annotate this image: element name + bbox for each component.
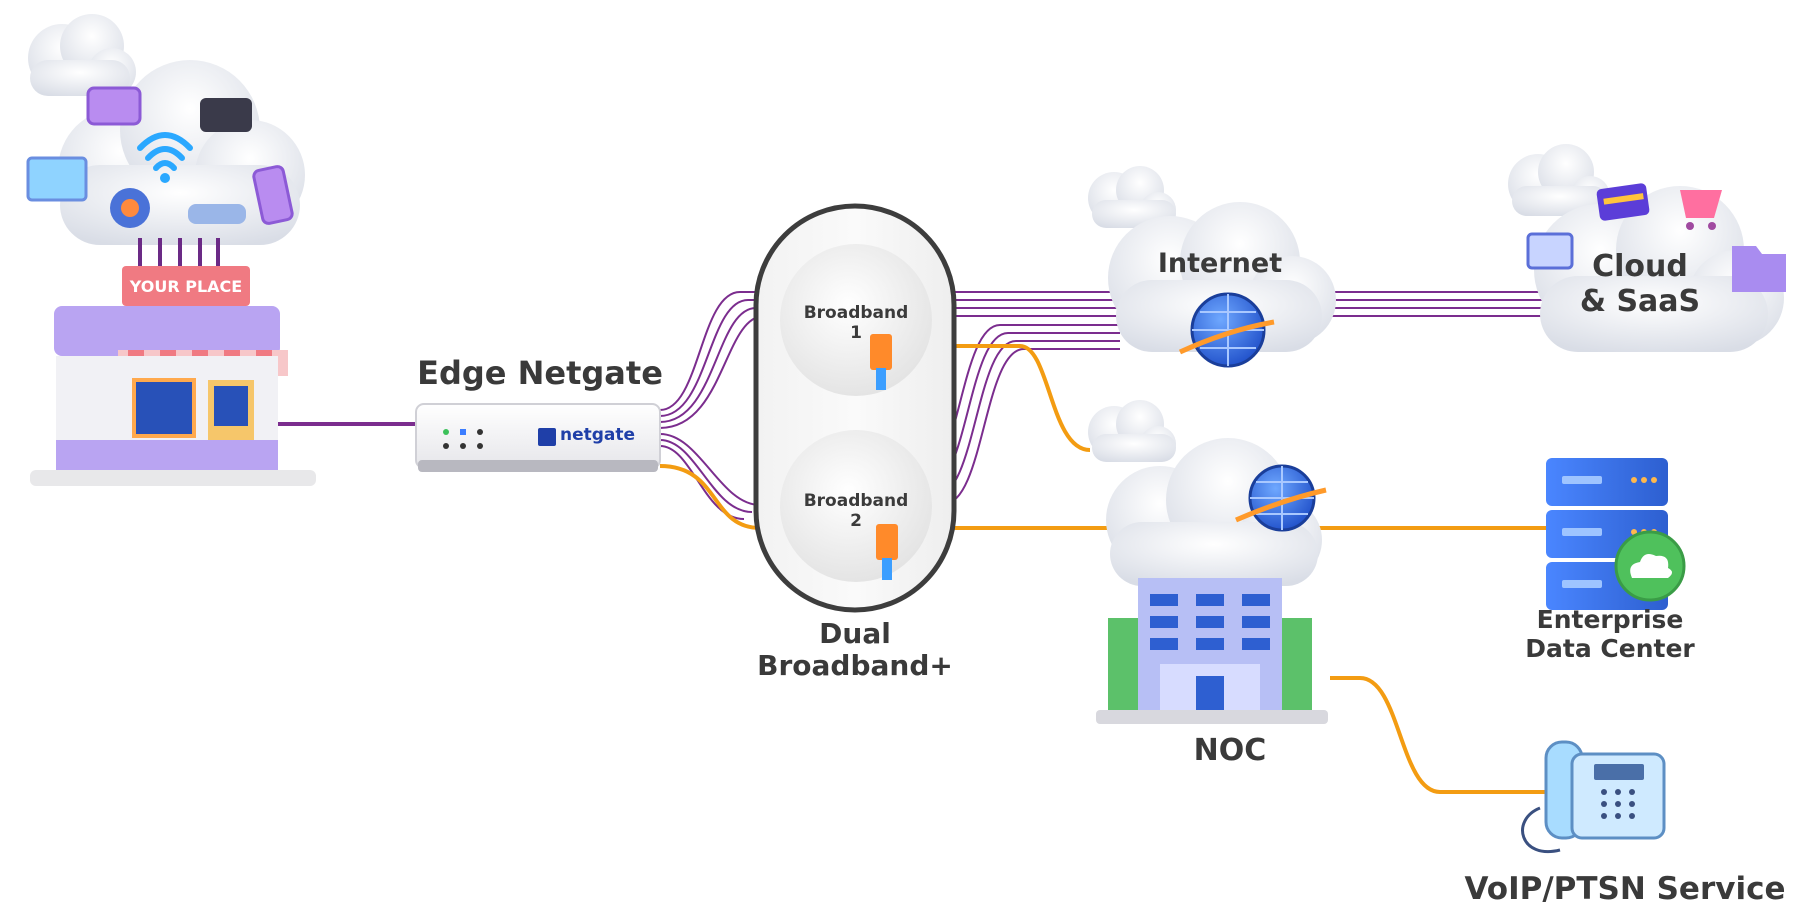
- phone-cord: [1521, 806, 1561, 854]
- store-door-window: [214, 386, 248, 426]
- ethernet-plug-icon: [876, 524, 898, 580]
- led-blue: [460, 429, 466, 435]
- ethernet-plug-icon: [870, 334, 892, 390]
- led-dot: [477, 429, 483, 435]
- your-place-sign-label: YOUR PLACE: [129, 277, 243, 296]
- noc-label: NOC: [1193, 733, 1267, 768]
- orbit-arrow-icon: [1178, 319, 1275, 355]
- card-stripe: [1603, 193, 1644, 205]
- globe-meridians: [1192, 294, 1264, 366]
- wifi-dot: [160, 173, 170, 183]
- voip-phone-group: [1521, 740, 1666, 854]
- your-place-group: [26, 14, 316, 486]
- phone-keypad: [1601, 789, 1635, 819]
- phone-icon: [252, 165, 294, 225]
- small-cloud: [1508, 144, 1610, 216]
- email-icon: [1526, 232, 1574, 270]
- store-base: [56, 440, 278, 474]
- orange-links: [659, 344, 1600, 794]
- server-unit: [1546, 458, 1668, 506]
- datacenter-group: [1546, 458, 1686, 610]
- gear-icon: [110, 188, 150, 228]
- cloud-saas-group: [1508, 144, 1786, 352]
- broadband-1-disc: [780, 244, 932, 396]
- monitor-icon: [26, 156, 88, 202]
- broadband-2-label: Broadband 2: [803, 491, 909, 531]
- webcam-icon: [188, 204, 246, 224]
- dual-broadband-title: Dual Broadband+: [757, 617, 953, 683]
- datacenter-label: Enterprise Data Center: [1525, 605, 1695, 663]
- tablet-icon: [86, 86, 142, 126]
- cloud-saas-label: Cloud & SaaS: [1579, 249, 1701, 319]
- camera-icon: [200, 98, 252, 132]
- noc-cloud: [1106, 438, 1322, 586]
- wifi-icon: [137, 132, 193, 171]
- store-roof: [54, 306, 280, 356]
- noc-group: [1088, 400, 1328, 724]
- led-green: [443, 429, 449, 435]
- netgate-logo-icon: [538, 428, 556, 446]
- noc-to-voip-link: [1330, 676, 1600, 794]
- globe-meridians: [1250, 466, 1314, 530]
- phone-screen: [1594, 764, 1644, 780]
- edge-to-bb2-link: [659, 464, 761, 530]
- broadband-1-label: Broadband 1: [803, 303, 909, 343]
- store-ground: [30, 470, 316, 486]
- building-door: [1196, 676, 1224, 714]
- edge-netgate-device: [415, 403, 661, 472]
- folder-icon: [1732, 246, 1786, 292]
- shopping-cart-icon: [1680, 190, 1722, 218]
- small-cloud: [1088, 400, 1176, 462]
- edge-netgate-title: Edge Netgate: [417, 354, 663, 392]
- dual-broadband-capsule: [753, 203, 957, 613]
- small-cloud: [28, 14, 136, 96]
- your-place-sign: [122, 266, 250, 306]
- building-base: [1096, 710, 1328, 724]
- building-windows: [1150, 594, 1270, 650]
- internet-label: Internet: [1157, 248, 1283, 279]
- internet-cloud-group: [1088, 166, 1336, 368]
- store-window: [132, 378, 196, 438]
- orbit-arrow-icon: [1235, 487, 1327, 523]
- voip-label: VoIP/PTSN Service: [1464, 871, 1786, 907]
- netgate-logo-text: netgate: [560, 425, 636, 445]
- device-cables: [138, 238, 220, 268]
- badge-cloud-shape: [1630, 554, 1672, 578]
- bb1-to-noc-link: [920, 344, 1091, 452]
